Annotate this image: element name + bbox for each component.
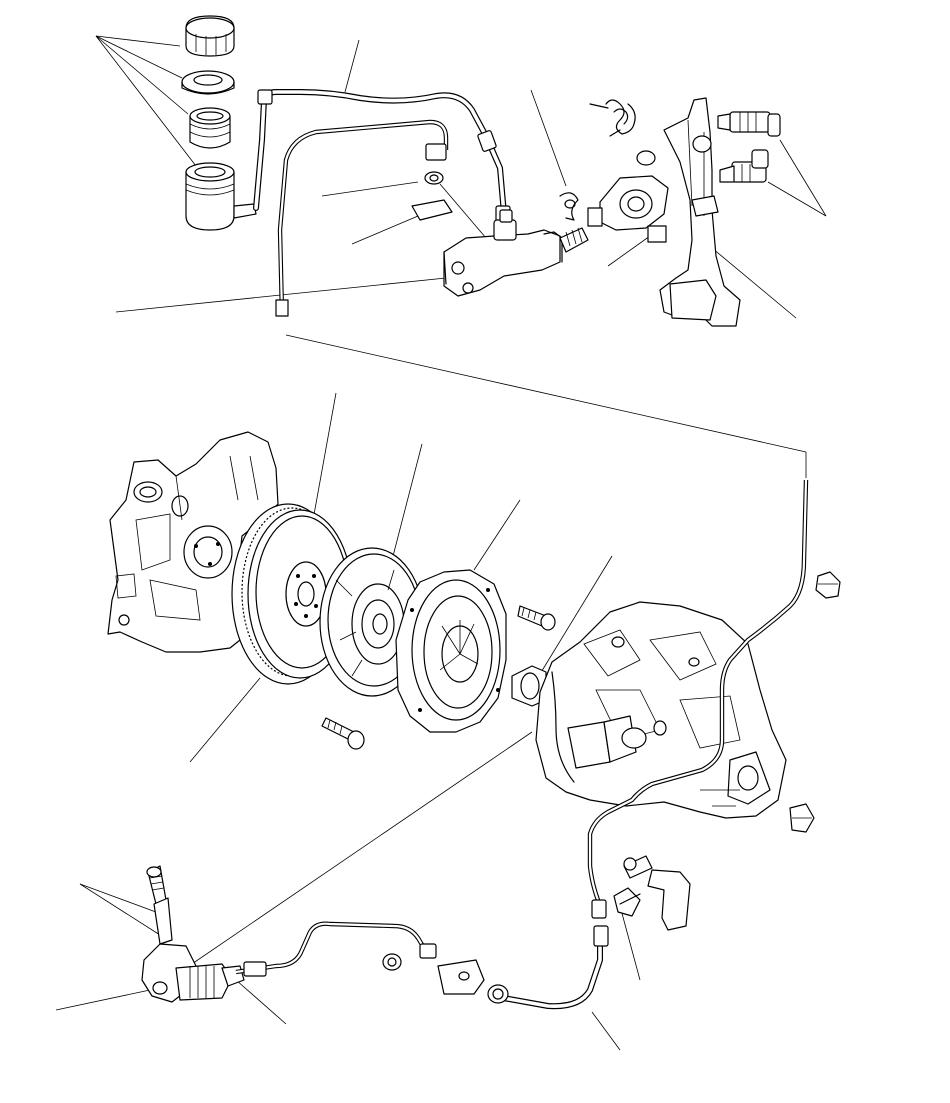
reservoir-assembly: [181, 15, 257, 231]
ring-icon: [181, 70, 235, 95]
diaphragm-icon: [189, 107, 231, 149]
spring-icon: [589, 99, 636, 137]
clip-icon: [789, 803, 815, 833]
bearing-icon: [511, 665, 547, 707]
bolt-icon: [517, 605, 556, 631]
clip-icon: [815, 571, 841, 599]
fitting-stack: [411, 143, 487, 239]
cylinder-icon: [443, 209, 589, 297]
pedal-icon: [659, 97, 741, 327]
clutch-pipe: [587, 479, 809, 901]
hose-icon: [487, 899, 609, 1010]
bracket-icon: [613, 855, 691, 931]
clip-icon: [559, 192, 579, 221]
tank-icon: [185, 162, 257, 231]
pressure-plate-icon: [395, 569, 507, 733]
bracket-icon: [382, 953, 485, 995]
slave-cylinder-icon: [141, 865, 245, 1003]
bolt-icon: [321, 717, 365, 750]
bracket-icon: [587, 150, 669, 243]
cap-icon: [185, 15, 235, 57]
reservoir-hose: [253, 89, 511, 223]
transmission-icon: [535, 601, 787, 819]
switch-icon: [717, 111, 781, 183]
lower-line: [235, 921, 437, 977]
master-pipe: [275, 119, 449, 317]
